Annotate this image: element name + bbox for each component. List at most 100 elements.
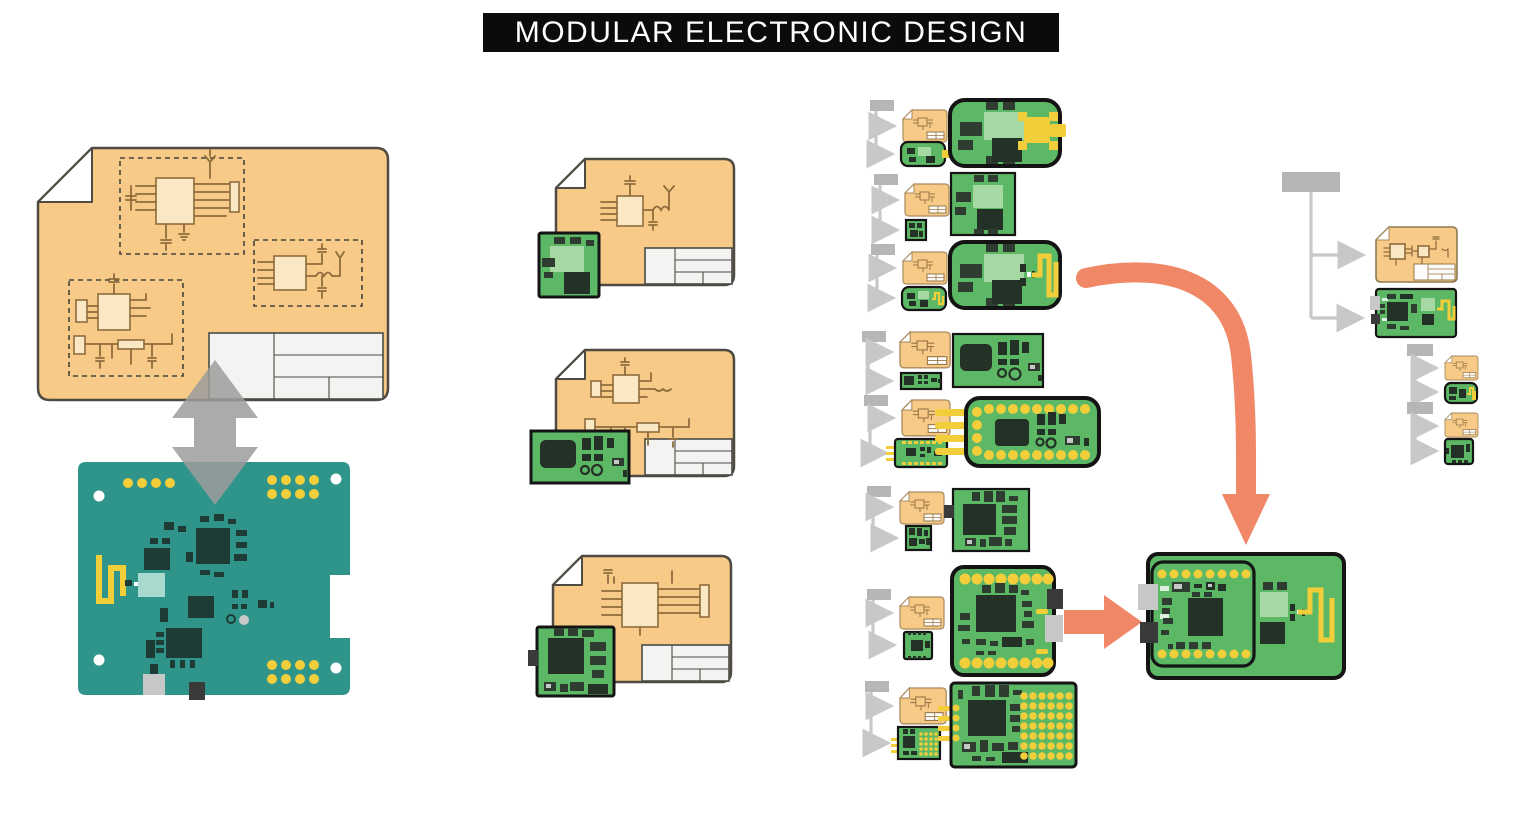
placeholder-bar <box>865 681 889 692</box>
title-text: MODULAR ELECTRONIC DESIGN <box>514 15 1028 49</box>
usb-connector-icon <box>143 674 165 695</box>
mini-schematic-card <box>899 331 951 369</box>
mini-schematic-card <box>902 251 948 285</box>
module-mcu-square <box>944 487 1031 553</box>
bidirectional-arrow-icon <box>172 360 258 505</box>
hierarchy-panel <box>1282 172 1479 466</box>
schematic-document-large <box>36 146 390 402</box>
secondary-ic-cluster <box>146 608 202 674</box>
sma-connector-icon <box>1018 112 1066 150</box>
mounting-holes <box>93 473 342 674</box>
usb-connector-icon <box>1045 615 1063 642</box>
title-block <box>208 332 384 400</box>
antenna-trace-icon <box>1032 253 1059 298</box>
schematic-document-small <box>1374 225 1458 283</box>
rf-can-icon <box>138 573 165 597</box>
schematic-block-2 <box>253 239 363 307</box>
flow-arrow-curved-icon <box>1076 262 1270 545</box>
castellated-pads <box>959 573 1054 669</box>
led-matrix-icon <box>1020 692 1073 760</box>
catalog-row-8 <box>862 681 1078 769</box>
antenna-trace-icon <box>1437 299 1456 321</box>
rf-section <box>1260 582 1335 644</box>
solder-pads <box>123 475 319 684</box>
integration-panel <box>1076 262 1346 680</box>
pcb-module-mcu <box>528 625 616 698</box>
header-pins-icon <box>938 706 954 741</box>
placeholder-bar <box>1407 402 1433 414</box>
catalog-row-6 <box>865 486 1031 553</box>
mini-module <box>902 630 934 661</box>
circuit-drawing-2 <box>257 243 345 299</box>
placeholder-bar <box>874 174 898 185</box>
schematic-module-pair-3 <box>528 554 733 698</box>
pcb-module-shield <box>537 231 601 299</box>
circuit-drawing-3 <box>73 273 173 369</box>
placeholder-bar <box>867 589 891 600</box>
mini-schematic-card <box>899 596 945 630</box>
page-fold-icon <box>37 147 93 203</box>
placeholder-bar <box>864 395 888 406</box>
placeholder-bar-large <box>1282 172 1340 192</box>
antenna-trace-icon <box>1298 587 1335 643</box>
middle-panel <box>528 157 736 698</box>
left-panel <box>36 146 390 700</box>
assembled-pcb-teal <box>78 462 350 700</box>
antenna-trace-icon <box>96 555 126 604</box>
schematic-module-pair-2 <box>529 348 736 485</box>
usb-connector-icon <box>1138 584 1158 610</box>
hierarchy-subtree-1 <box>1407 344 1479 407</box>
jst-connector-icon <box>1047 589 1063 609</box>
circuit-drawing-1 <box>125 149 240 251</box>
catalog-row-3 <box>867 240 1062 313</box>
module-shield-basic <box>949 171 1017 237</box>
rf-section <box>138 522 186 597</box>
header-pins-icon <box>935 409 969 455</box>
module-led-matrix-grid <box>938 681 1078 769</box>
power-connector-icon <box>189 682 205 700</box>
title-banner: MODULAR ELECTRONIC DESIGN <box>483 13 1059 52</box>
catalog-row-1 <box>866 98 1066 169</box>
mini-module <box>899 371 943 391</box>
catalog-row-5 <box>860 395 1101 469</box>
placeholder-bar <box>871 244 895 255</box>
schematic-module-pair-1 <box>537 157 736 299</box>
catalog-row-2 <box>871 171 1017 245</box>
power-connector-icon <box>1140 622 1158 643</box>
rf-can-icon <box>1260 592 1288 617</box>
submodule-outline <box>1150 560 1256 668</box>
carrier-board-small <box>1370 287 1458 339</box>
mini-module <box>904 218 928 242</box>
mini-schematic-card <box>1444 355 1479 381</box>
module-catalog <box>860 98 1142 769</box>
mini-module <box>891 725 942 761</box>
catalog-row-4 <box>862 331 1045 396</box>
module-rf-crystal <box>951 332 1045 389</box>
placeholder-bar <box>870 100 894 111</box>
module-shield-sma-connector <box>948 98 1066 168</box>
castellated-pads <box>972 404 1090 460</box>
module-mcu-usb-castellated <box>950 565 1063 677</box>
hierarchy-subtree-2 <box>1407 402 1479 466</box>
schematic-block-3 <box>68 279 184 377</box>
mini-module <box>899 140 949 168</box>
flow-arrow-right-icon <box>1064 595 1142 649</box>
mini-module <box>904 524 933 552</box>
placeholder-bar <box>1407 344 1433 356</box>
power-section <box>188 590 274 625</box>
module-shield-meander-antenna <box>948 240 1062 310</box>
mini-schematic-card <box>1444 412 1479 438</box>
main-ic-cluster <box>186 514 247 577</box>
mini-schematic-card <box>901 399 951 437</box>
mini-schematic-card <box>904 183 950 217</box>
castellated-pads <box>1157 569 1251 659</box>
carrier-board-with-submodule <box>1138 552 1346 680</box>
placeholder-bar <box>867 486 891 497</box>
catalog-row-7 <box>865 565 1142 677</box>
mini-module-antenna <box>1443 381 1479 405</box>
schematic-block-1 <box>119 157 245 255</box>
pcb-module-rf <box>529 429 631 485</box>
mini-schematic-card <box>899 491 945 525</box>
